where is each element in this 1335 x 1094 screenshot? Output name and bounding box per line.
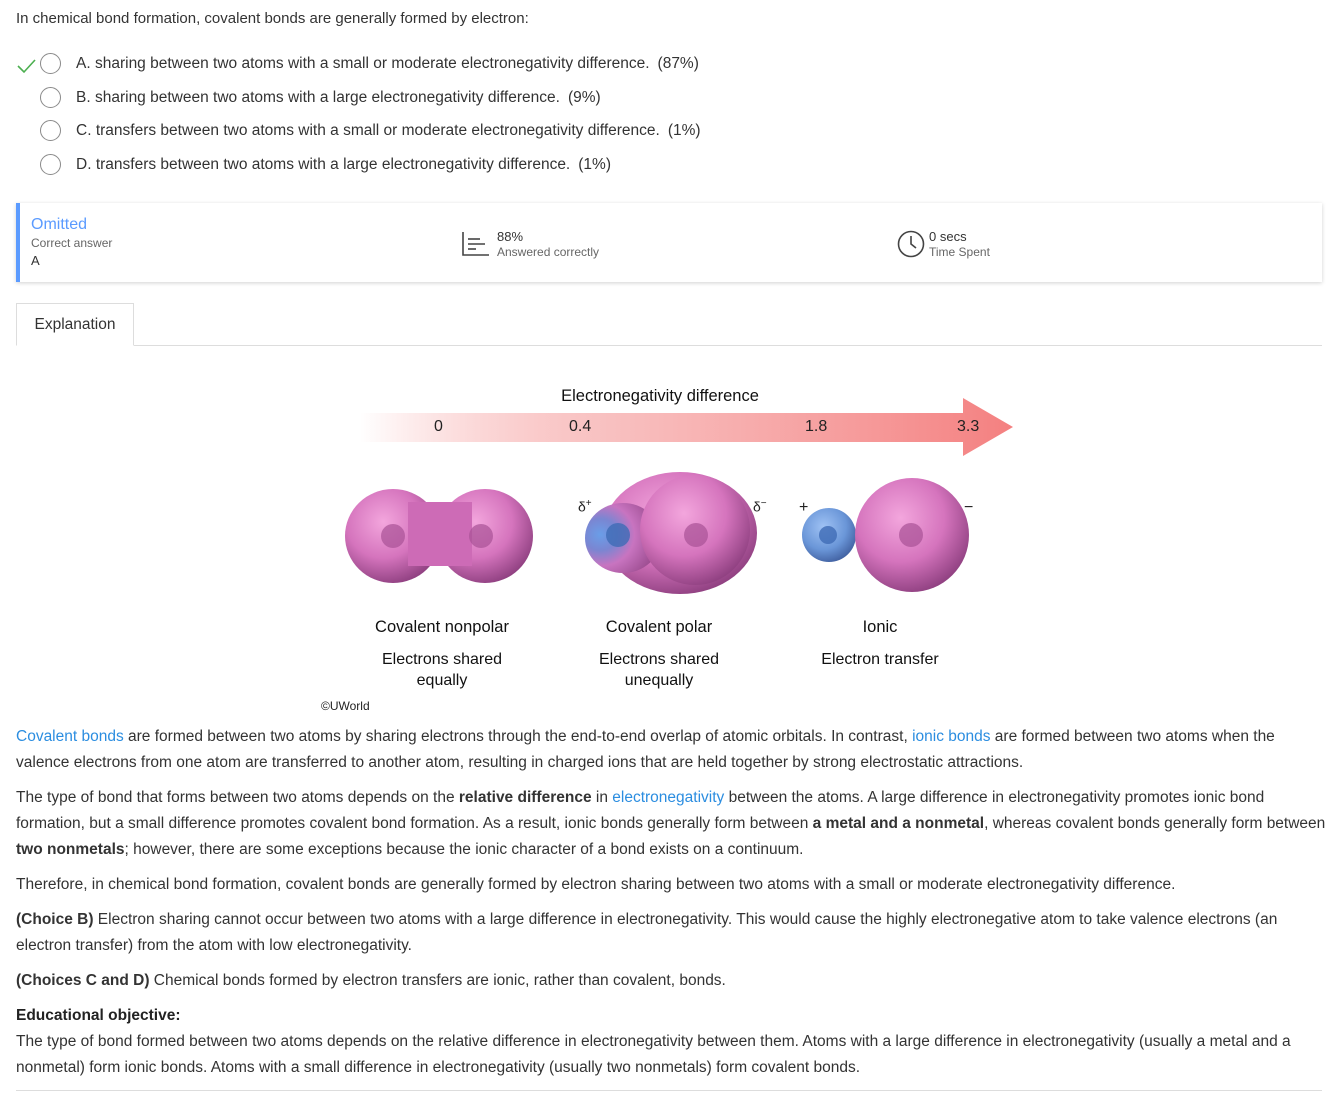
percent-correct: 88%	[497, 229, 524, 244]
choice-b[interactable]: B. sharing between two atoms with a larg…	[16, 84, 916, 118]
choice-percent: (1%)	[667, 122, 701, 140]
time-spent-label: Time Spent	[929, 245, 990, 259]
delta-minus-label: δ−	[753, 498, 767, 515]
choice-c[interactable]: C. transfers between two atoms with a sm…	[16, 117, 916, 151]
explanation-paragraph: (Choices C and D) Chemical bonds formed …	[16, 972, 726, 989]
correct-check-icon	[17, 59, 36, 74]
explanation-paragraph: Therefore, in chemical bond formation, c…	[16, 876, 1176, 893]
tick-label: 3.3	[957, 418, 980, 435]
choice-d[interactable]: D. transfers between two atoms with a la…	[16, 151, 916, 185]
tab-explanation[interactable]: Explanation	[16, 303, 134, 346]
link-ionic-bonds[interactable]: ionic bonds	[912, 728, 991, 745]
choice-a[interactable]: A. sharing between two atoms with a smal…	[16, 50, 916, 84]
explanation-paragraph: (Choice B) Electron sharing cannot occur…	[16, 911, 1278, 954]
correct-answer-value: A	[31, 253, 40, 268]
question-stem: In chemical bond formation, covalent bon…	[16, 10, 529, 27]
bar-chart-icon	[462, 232, 489, 256]
bond-type-label: Covalent polar	[605, 618, 713, 636]
copyright-notice: ©UWorld	[321, 699, 370, 713]
explanation-text: Covalent bonds are formed between two at…	[16, 724, 1326, 1081]
choice-label: A. sharing between two atoms with a smal…	[76, 55, 699, 72]
choice-percent: (87%)	[657, 55, 699, 72]
choice-percent: (9%)	[567, 88, 601, 106]
percent-correct-label: Answered correctly	[497, 245, 600, 259]
educational-objective-text: The type of bond formed between two atom…	[16, 1033, 1291, 1076]
educational-objective-title: Educational objective:	[16, 1007, 181, 1024]
radio-button[interactable]	[40, 53, 61, 74]
answer-choices: A. sharing between two atoms with a smal…	[16, 50, 916, 184]
choice-label: D. transfers between two atoms with a la…	[76, 155, 611, 173]
arrow-shape	[360, 398, 1013, 456]
choice-label: C. transfers between two atoms with a sm…	[76, 122, 701, 140]
choice-label: B. sharing between two atoms with a larg…	[76, 88, 601, 106]
molecule-covalent-polar	[585, 472, 757, 594]
status-label: Omitted	[31, 216, 88, 233]
tick-label: 0	[434, 418, 443, 435]
explanation-paragraph: The type of bond that forms between two …	[16, 789, 1326, 858]
plus-charge-label: +	[799, 499, 809, 516]
bond-type-label: Covalent nonpolar	[375, 618, 509, 636]
radio-button[interactable]	[40, 86, 61, 108]
link-electronegativity[interactable]: electronegativity	[612, 789, 725, 806]
time-spent: 0 secs	[929, 229, 967, 244]
tab-divider	[16, 345, 1322, 346]
minus-charge-label: −	[964, 499, 974, 516]
explanation-paragraph: Covalent bonds are formed between two at…	[16, 728, 1275, 771]
radio-button[interactable]	[40, 153, 61, 175]
electronegativity-figure: Electronegativity difference 0 0.4 1.8 3…	[320, 380, 1040, 720]
clock-icon	[897, 230, 925, 258]
link-covalent-bonds[interactable]: Covalent bonds	[16, 728, 124, 745]
molecule-ionic	[802, 478, 969, 592]
radio-button[interactable]	[40, 120, 61, 142]
figure-title: Electronegativity difference	[561, 387, 759, 405]
delta-plus-label: δ+	[578, 498, 592, 515]
bottom-divider	[16, 1090, 1322, 1091]
tick-label: 0.4	[569, 418, 592, 435]
bond-type-label: Ionic	[862, 618, 898, 636]
result-stats-panel: Omitted Correct answer A 88% Answered co…	[16, 203, 1322, 282]
correct-answer-label: Correct answer	[31, 236, 113, 250]
molecule-covalent-nonpolar	[345, 489, 533, 583]
choice-percent: (1%)	[578, 155, 611, 173]
bond-description: Electron transfer	[821, 651, 939, 668]
tick-label: 1.8	[805, 418, 828, 435]
figure-graphic	[345, 398, 1013, 594]
